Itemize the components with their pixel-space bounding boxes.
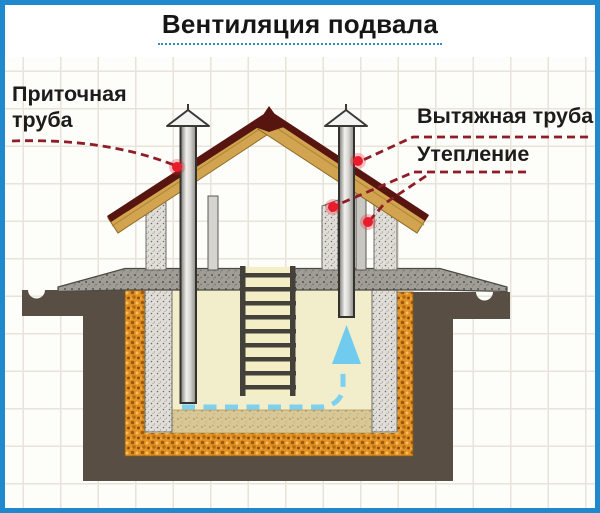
label-exhaust-pipe: Вытяжная труба bbox=[417, 104, 594, 128]
exhaust-pipe-cap bbox=[324, 104, 368, 127]
soil-body-left bbox=[83, 290, 127, 481]
soil-body-right bbox=[411, 292, 453, 481]
roof-apex-cap bbox=[255, 106, 284, 132]
cellar-wall-left bbox=[144, 269, 173, 433]
callout-dots bbox=[169, 153, 376, 230]
label-supply-pipe: Приточная труба bbox=[12, 82, 127, 132]
page-title: Вентиляция подвала bbox=[157, 9, 443, 45]
airflow bbox=[182, 325, 361, 410]
dot-insulation-2 bbox=[363, 217, 373, 227]
interior-post-left bbox=[207, 195, 219, 271]
cellar-floor-sand bbox=[169, 409, 374, 434]
airflow-dashed-path bbox=[182, 367, 346, 410]
dot-insulation-1 bbox=[328, 202, 338, 212]
title: Вентиляция подвала bbox=[0, 9, 600, 45]
ground-soil bbox=[22, 290, 510, 481]
soil-ledge-left bbox=[22, 290, 83, 316]
label-insulation: Утепление bbox=[417, 142, 530, 166]
leader-supply bbox=[11, 139, 175, 167]
leader-exhaust bbox=[360, 135, 588, 163]
cellar-wall-right bbox=[371, 269, 398, 433]
ladder bbox=[240, 266, 296, 396]
exhaust-pipe bbox=[338, 123, 355, 318]
leader-insulation-2 bbox=[369, 174, 427, 220]
airflow-up-arrow bbox=[332, 325, 361, 364]
supply-pipe-cap bbox=[166, 104, 210, 127]
soil-bottom-band bbox=[83, 456, 453, 481]
leader-lines bbox=[11, 135, 588, 220]
title-band bbox=[0, 0, 600, 57]
ladder-rungs bbox=[240, 273, 296, 390]
interior-post-right bbox=[355, 189, 367, 271]
soil-ledge-right bbox=[449, 292, 510, 319]
leader-insulation-1 bbox=[336, 170, 526, 207]
dot-supply bbox=[172, 162, 182, 172]
dot-exhaust bbox=[353, 156, 363, 166]
